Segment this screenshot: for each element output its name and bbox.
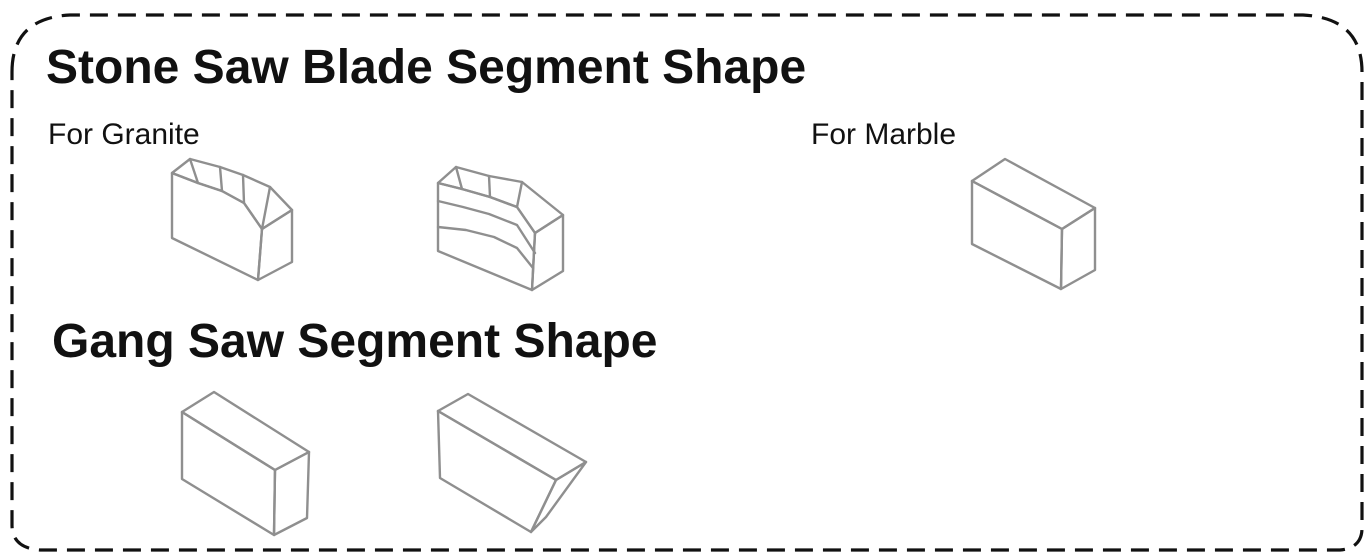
marble-label: For Marble bbox=[811, 118, 957, 151]
granite-label: For Granite bbox=[48, 118, 200, 151]
gang-saw-title: Gang Saw Segment Shape bbox=[52, 315, 658, 368]
page-title: Stone Saw Blade Segment Shape bbox=[46, 41, 807, 94]
